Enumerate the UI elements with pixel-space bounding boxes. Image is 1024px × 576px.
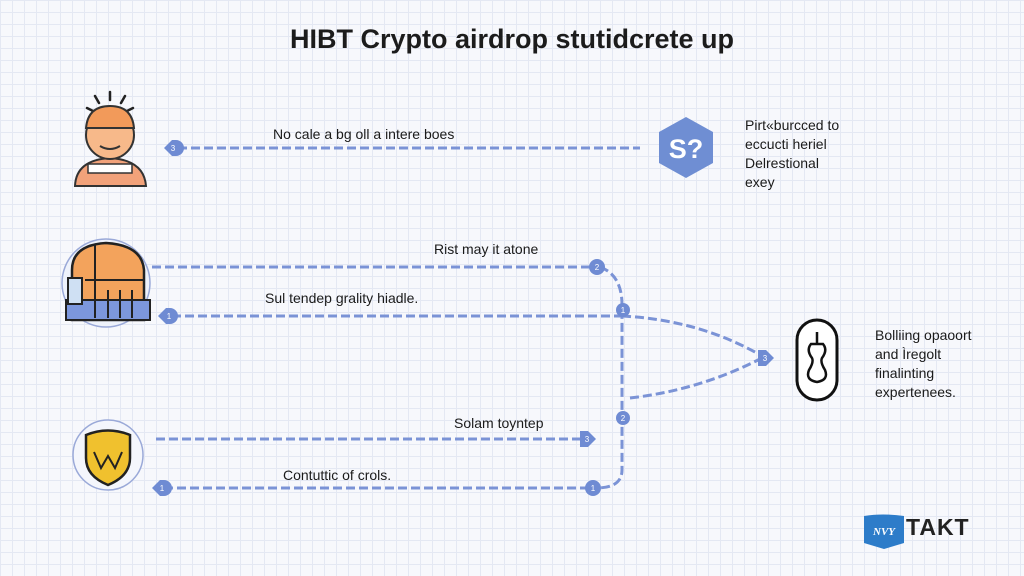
- desc-line: and Ìregolt: [875, 346, 942, 362]
- capsule-icon: [795, 318, 839, 402]
- step-label-2: Rist may it atone: [434, 241, 539, 257]
- desc-line: exey: [745, 174, 775, 190]
- svg-text:2: 2: [621, 414, 626, 423]
- step-marker-4: 3: [580, 431, 596, 447]
- flow-branch-upper: [621, 314, 763, 358]
- junction-marker: 1: [616, 303, 630, 317]
- desc-line: finalinting: [875, 365, 935, 381]
- desc-line: Delrestional: [745, 155, 819, 171]
- step-marker-3: 1: [158, 308, 178, 324]
- right-mid-description: Bolliing opaoort and Ìregolt finalinting…: [875, 326, 972, 402]
- desc-line: Bolliing opaoort: [875, 327, 972, 343]
- desc-line: expertenees.: [875, 384, 956, 400]
- step-label-3: Sul tendep grality hiadle.: [265, 290, 419, 306]
- brand-name: TAKT: [906, 514, 970, 540]
- step-label-5: Contuttic of crols.: [283, 467, 392, 483]
- svg-text:1: 1: [160, 484, 165, 493]
- step-marker-5: 1: [152, 480, 172, 496]
- page-title: HIBT Crypto airdrop stutidcrete up: [289, 24, 735, 54]
- svg-text:1: 1: [591, 484, 596, 493]
- svg-text:NVY: NVY: [872, 526, 896, 538]
- desc-line: Pirt«burcced to: [745, 117, 840, 133]
- merge-marker: 3: [758, 350, 774, 366]
- brand-logo: NVY: [864, 514, 904, 549]
- shield-icon: [72, 419, 144, 491]
- right-top-description: Pirt«burcced to eccucti heriel Delrestio…: [745, 116, 839, 192]
- step-marker-2: 2: [589, 259, 605, 275]
- building-icon: [61, 238, 151, 328]
- svg-text:S?: S?: [669, 134, 704, 164]
- junction-marker: 1: [585, 480, 601, 496]
- flow-connector-right: [595, 265, 624, 490]
- flow-branch-lower: [629, 356, 763, 400]
- step-label-1: No cale a bg oll a intere boes: [273, 126, 455, 142]
- desc-line: eccucti heriel: [745, 136, 827, 152]
- svg-text:3: 3: [763, 354, 768, 363]
- svg-text:3: 3: [585, 435, 590, 444]
- svg-text:2: 2: [595, 263, 600, 272]
- svg-text:1: 1: [621, 306, 626, 315]
- worker-icon: [73, 90, 148, 187]
- step-label-4: Solam toyntep: [454, 415, 544, 431]
- junction-marker: 2: [616, 411, 630, 425]
- hexagon-question-icon: S?: [659, 117, 713, 178]
- step-marker-1: 3: [164, 140, 184, 156]
- svg-text:1: 1: [167, 312, 172, 321]
- svg-text:3: 3: [171, 144, 176, 153]
